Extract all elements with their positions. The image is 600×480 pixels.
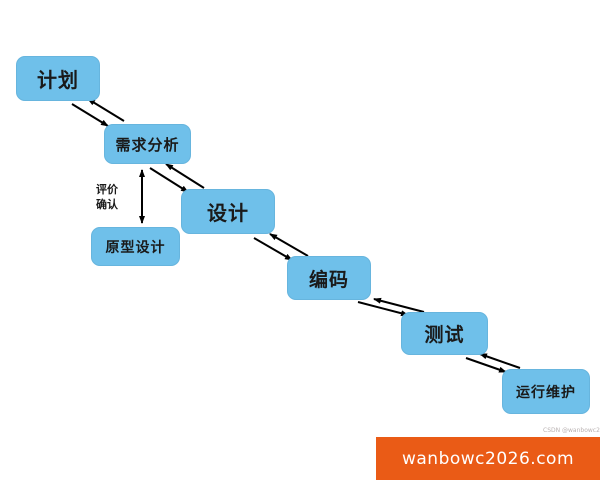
feedback-label-line1: 评价	[96, 183, 118, 196]
site-banner: wanbowc2026.com	[376, 437, 600, 480]
node-maintenance: 运行维护	[502, 369, 590, 414]
arrow-design-to-requirements	[165, 163, 205, 189]
arrow-testing-to-maintenance	[465, 357, 507, 373]
node-design: 设计	[181, 189, 275, 234]
feedback-label: 评价 确认	[96, 183, 118, 213]
arrow-design-to-coding	[253, 237, 293, 261]
watermark-text: CSDN @wanbowc2026	[543, 427, 600, 434]
arrow-coding-to-testing	[357, 301, 409, 317]
arrow-coding-to-design	[269, 233, 309, 257]
arrow-testing-to-coding	[373, 297, 425, 313]
node-plan: 计划	[16, 56, 100, 101]
arrow-plan-to-requirements	[71, 103, 109, 127]
arrow-requirements-to-design	[149, 167, 189, 193]
node-testing: 测试	[401, 312, 488, 355]
arrow-requirements-to-plan	[87, 98, 125, 122]
node-requirements: 需求分析	[104, 124, 191, 164]
node-coding: 编码	[287, 256, 371, 300]
arrow-maintenance-to-testing	[479, 353, 521, 369]
feedback-label-line2: 确认	[96, 197, 118, 211]
node-prototype: 原型设计	[91, 227, 180, 266]
